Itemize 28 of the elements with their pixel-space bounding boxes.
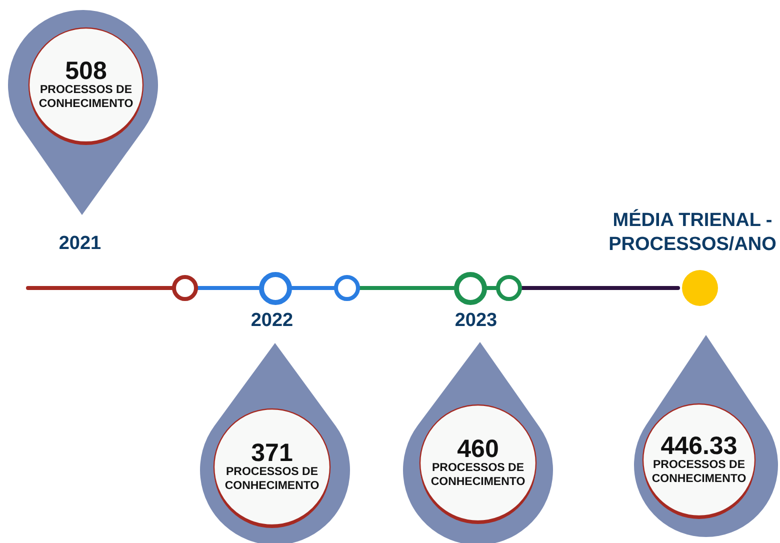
timeline-segment (520, 286, 680, 290)
timeline-segment (484, 286, 498, 290)
timeline-segment (290, 286, 336, 290)
timeline-marker (172, 275, 198, 301)
timeline-segment (358, 286, 456, 290)
location-pin (634, 335, 778, 537)
count-label: PROCESSOS DE CONHECIMENTO (38, 84, 134, 111)
year-label: 2021 (58, 232, 102, 256)
count-label: PROCESSOS DE CONHECIMENTO (430, 462, 526, 489)
timeline-marker (334, 275, 360, 301)
count-label: PROCESSOS DE CONHECIMENTO (224, 466, 320, 493)
timeline-marker (258, 272, 292, 304)
count-value: 446.33 (660, 434, 738, 460)
timeline-marker (454, 272, 486, 304)
count-value: 371 (251, 441, 293, 466)
timeline-segment (26, 286, 174, 290)
timeline-marker (682, 270, 718, 306)
location-pin (8, 10, 158, 215)
location-pin (403, 342, 553, 543)
count-value: 508 (65, 59, 107, 84)
timeline-marker (496, 275, 522, 301)
count-label: PROCESSOS DE CONHECIMENTO (650, 459, 748, 486)
average-label: MÉDIA TRIENAL - PROCESSOS/ANO (608, 209, 778, 256)
year-label: 2022 (250, 309, 294, 333)
count-value: 460 (457, 437, 499, 462)
location-pin (200, 343, 350, 543)
timeline-segment (196, 286, 260, 290)
year-label: 2023 (454, 309, 498, 333)
